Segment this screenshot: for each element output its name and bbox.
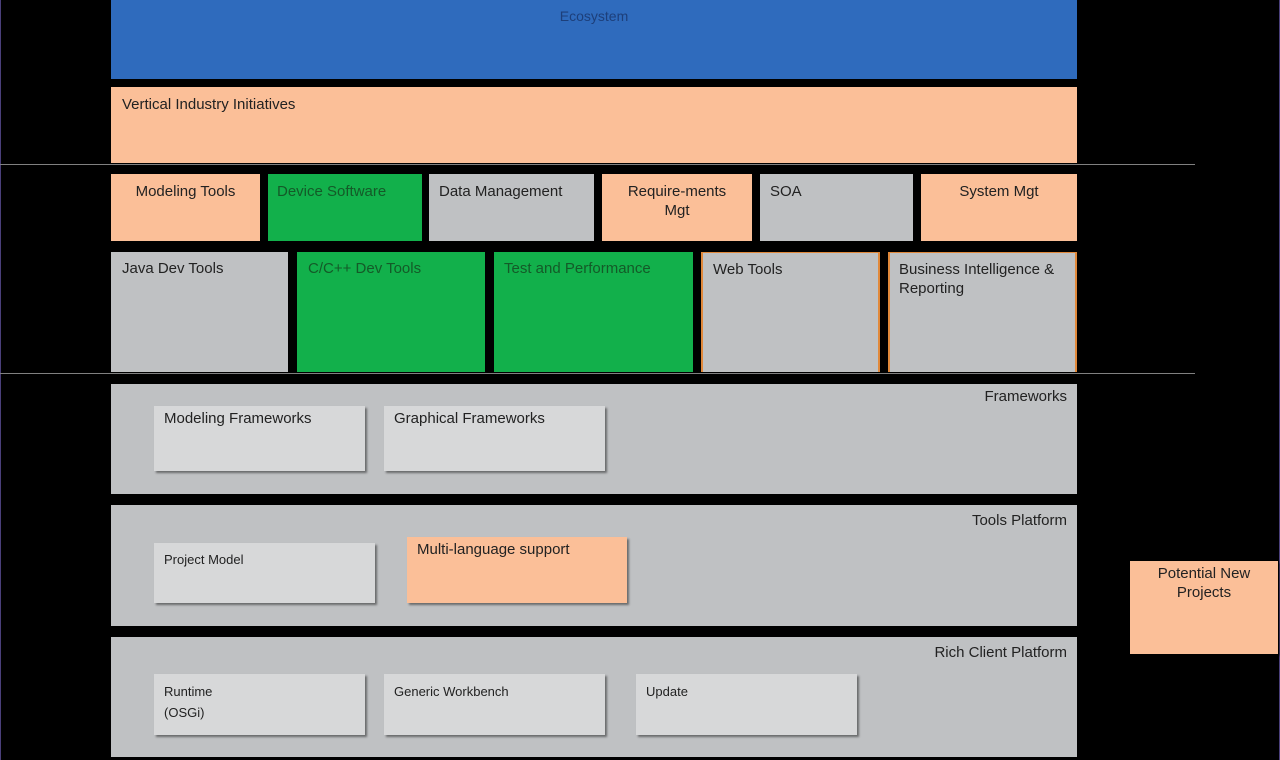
- update-label: Update: [646, 684, 688, 699]
- potential-new-projects-block: Potential New Projects: [1130, 561, 1278, 654]
- frameworks-layer: Frameworks Modeling Frameworks Graphical…: [111, 384, 1077, 494]
- multi-language-support-label: Multi-language support: [417, 541, 570, 558]
- system-mgt-block: System Mgt: [921, 174, 1077, 241]
- soa-label: SOA: [770, 183, 802, 200]
- generic-workbench-label: Generic Workbench: [394, 684, 509, 699]
- tools-platform-layer: Tools Platform Project Model Multi-langu…: [111, 505, 1077, 626]
- project-model-block: Project Model: [154, 543, 375, 603]
- project-model-label: Project Model: [164, 552, 244, 567]
- vertical-industry-label: Vertical Industry Initiatives: [122, 96, 296, 113]
- tools-platform-title: Tools Platform: [971, 512, 1067, 529]
- divider-top: [0, 164, 1195, 165]
- runtime-label: Runtime: [164, 684, 213, 699]
- data-management-block: Data Management: [429, 174, 594, 241]
- rich-client-platform-layer: Rich Client Platform Runtime (OSGi) Gene…: [111, 637, 1077, 757]
- frameworks-title: Frameworks: [984, 388, 1067, 405]
- ecosystem-label: Ecosystem: [559, 8, 629, 24]
- modeling-frameworks-label: Modeling Frameworks: [164, 410, 312, 427]
- cpp-dev-tools-block: C/C++ Dev Tools: [297, 252, 485, 372]
- generic-workbench-block: Generic Workbench: [384, 674, 605, 735]
- web-tools-block: Web Tools: [701, 252, 880, 372]
- update-block: Update: [636, 674, 857, 735]
- divider-bottom: [0, 373, 1195, 374]
- business-intelligence-block: Business Intelligence & Reporting: [888, 252, 1077, 372]
- osgi-label: (OSGi): [164, 705, 205, 720]
- cpp-dev-tools-label: C/C++ Dev Tools: [308, 260, 422, 277]
- multi-language-support-block: Multi-language support: [407, 537, 627, 603]
- web-tools-label: Web Tools: [713, 261, 783, 278]
- business-intelligence-label: Business Intelligence & Reporting: [899, 261, 1055, 297]
- ecosystem-block: Ecosystem: [111, 0, 1077, 79]
- modeling-tools-label: Modeling Tools: [135, 183, 236, 200]
- graphical-frameworks-block: Graphical Frameworks: [384, 406, 605, 471]
- potential-new-projects-label: Potential New Projects: [1157, 565, 1251, 601]
- rcp-title: Rich Client Platform: [934, 644, 1067, 661]
- modeling-frameworks-block: Modeling Frameworks: [154, 406, 365, 471]
- java-dev-tools-label: Java Dev Tools: [122, 260, 224, 277]
- data-management-label: Data Management: [439, 183, 563, 200]
- requirements-mgt-label: Require-ments Mgt: [627, 183, 727, 219]
- requirements-mgt-block: Require-ments Mgt: [602, 174, 752, 241]
- soa-block: SOA: [760, 174, 913, 241]
- device-software-block: Device Software: [268, 174, 422, 241]
- left-edge-line: [0, 0, 1, 760]
- modeling-tools-block: Modeling Tools: [111, 174, 260, 241]
- system-mgt-label: System Mgt: [959, 183, 1039, 200]
- test-performance-label: Test and Performance: [504, 260, 651, 277]
- graphical-frameworks-label: Graphical Frameworks: [394, 410, 545, 427]
- runtime-osgi-block: Runtime (OSGi): [154, 674, 365, 735]
- vertical-industry-block: Vertical Industry Initiatives: [111, 87, 1077, 163]
- test-performance-block: Test and Performance: [494, 252, 693, 372]
- device-software-label: Device Software: [277, 183, 387, 200]
- java-dev-tools-block: Java Dev Tools: [111, 252, 288, 372]
